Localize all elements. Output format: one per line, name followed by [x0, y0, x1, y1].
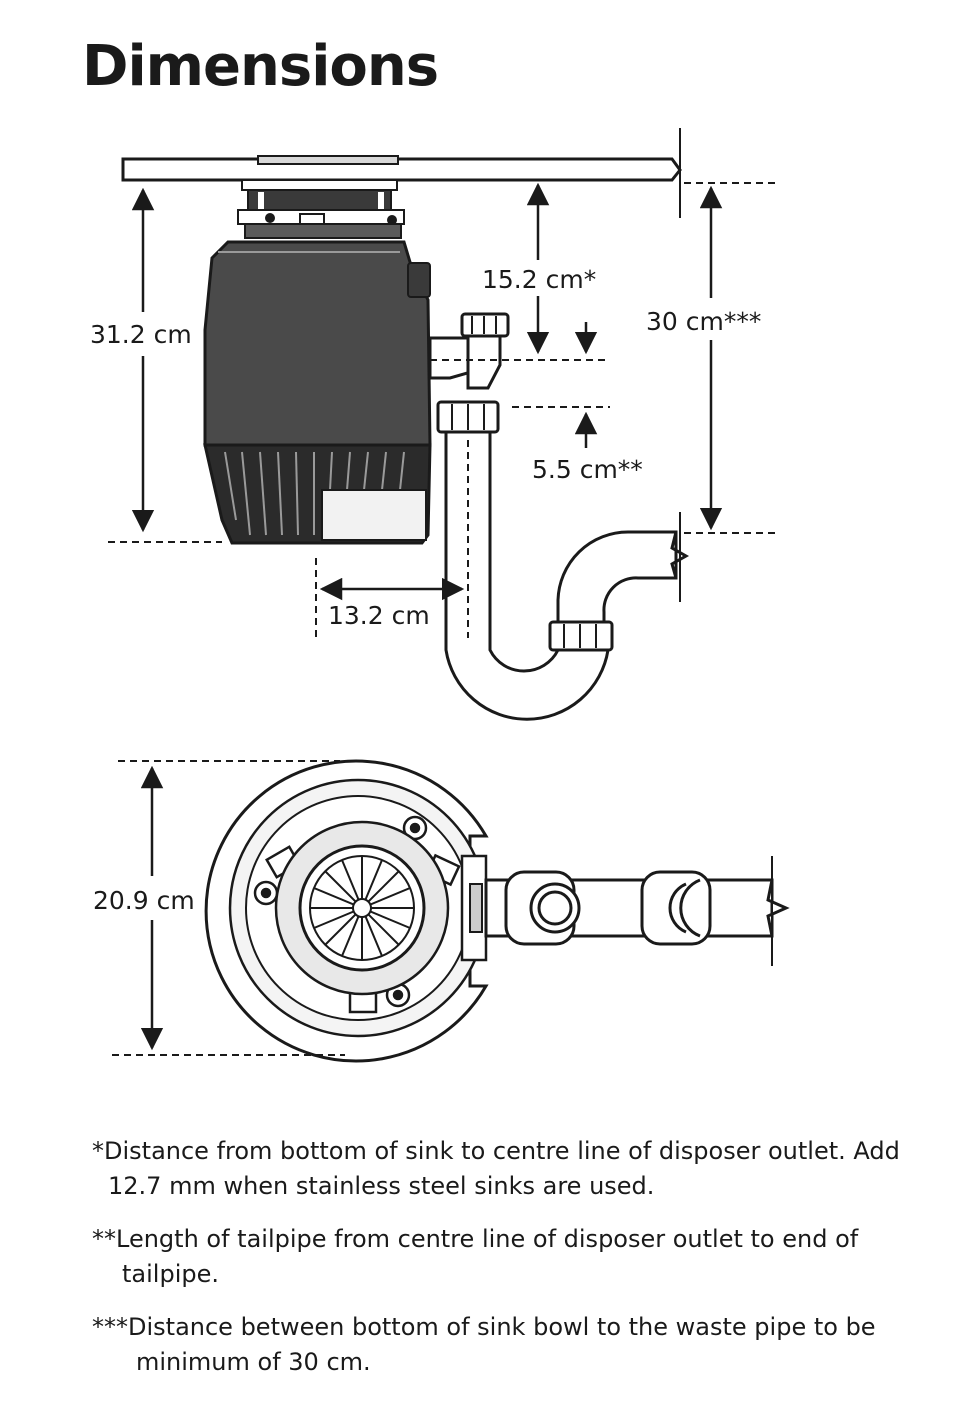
footnotes: *Distance from bottom of sink to centre … — [92, 1134, 942, 1398]
label-sink-to-waste: 30 cm*** — [646, 307, 761, 336]
label-tailpipe: 5.5 cm** — [532, 455, 643, 484]
label-disposer-diameter: 20.9 cm — [93, 886, 195, 915]
footnote-tailpipe: **Length of tailpipe from centre line of… — [92, 1225, 859, 1288]
top-view: 20.9 cm — [93, 759, 790, 1063]
disposer-diagram: 31.2 cm 15.2 cm* 30 cm*** 5.5 cm** — [90, 128, 790, 1063]
dimension-disposer-height: 31.2 cm — [90, 187, 222, 543]
dimension-outlet-offset: 13.2 cm — [315, 440, 469, 638]
dimension-disposer-diameter: 20.9 cm — [93, 760, 345, 1056]
label-outlet-offset: 13.2 cm — [328, 601, 430, 630]
sink-plate — [121, 157, 682, 182]
drain-piping — [428, 312, 690, 721]
footnote-sink-to-outlet: *Distance from bottom of sink to centre … — [92, 1137, 900, 1200]
mounting-assembly — [237, 179, 405, 239]
outlet-pipe-top — [484, 870, 790, 946]
dimension-sink-to-outlet: 15.2 cm* — [430, 182, 610, 361]
label-disposer-height: 31.2 cm — [90, 320, 192, 349]
disposer-body — [203, 240, 432, 545]
dimension-sink-to-waste: 30 cm*** — [646, 182, 780, 534]
dimension-tailpipe: 5.5 cm** — [512, 406, 643, 484]
footnote-sink-to-waste: ***Distance between bottom of sink bowl … — [92, 1313, 876, 1376]
side-view: 31.2 cm 15.2 cm* 30 cm*** 5.5 cm** — [90, 128, 780, 721]
label-sink-to-outlet: 15.2 cm* — [482, 265, 596, 294]
page-title: Dimensions — [82, 34, 439, 99]
